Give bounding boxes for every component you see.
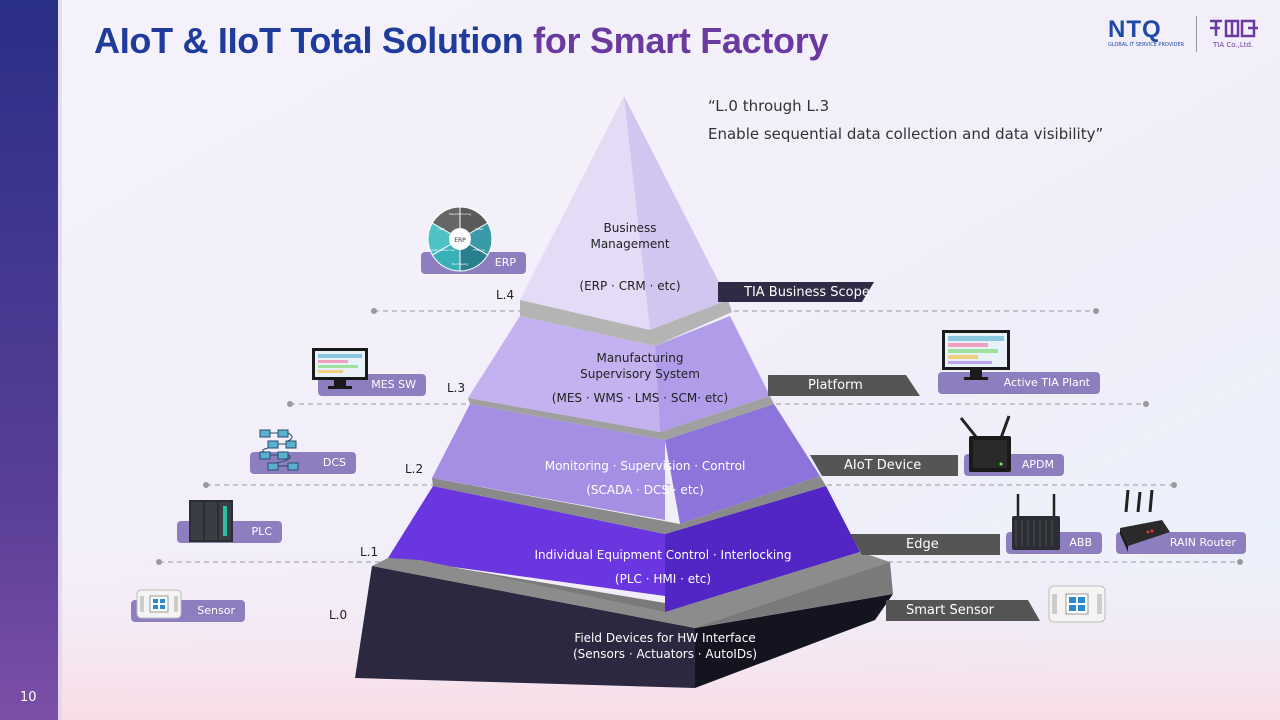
l2-label: Monitoring · Supervision · Control (SCAD… — [544, 459, 746, 497]
tia-logo-subtitle: TIA Co.,Ltd. — [1213, 41, 1254, 49]
logo-divider — [1196, 16, 1197, 52]
quote-text: “L.0 through L.3 Enable sequential data … — [708, 97, 1104, 143]
smart-sensor-device-icon — [1048, 585, 1106, 623]
plc-cabinet-icon — [189, 500, 233, 542]
svg-text:Finance: Finance — [473, 248, 485, 252]
pyramid-layer-l4 — [520, 96, 732, 346]
title-part-1: AIoT & IIoT Total Solution — [94, 20, 524, 61]
router-icon — [1120, 489, 1170, 552]
pyramid-layer-l3 — [468, 316, 774, 440]
ntq-logo-subtitle: GLOBAL IT SERVICE PROVIDER — [1108, 42, 1185, 48]
svg-text:Sales: Sales — [475, 227, 483, 231]
tag-aiot-device: AIoT Device — [844, 458, 922, 473]
ntq-logo: NTQ — [1108, 16, 1162, 43]
page-number: 10 — [20, 690, 37, 705]
monitor-icon — [312, 348, 368, 389]
tia-logo-icon — [1210, 19, 1258, 38]
sensor-device-icon — [136, 589, 182, 619]
tag-smart-sensor: Smart Sensor — [906, 603, 995, 618]
pyramid-layer-l1 — [372, 486, 890, 628]
page-title: AIoT & IIoT Total Solution for Smart Fac… — [94, 20, 828, 62]
svg-text:Human Resources: Human Resources — [427, 248, 455, 252]
pyramid-layer-l2 — [432, 404, 826, 534]
l3-label: Manufacturing Supervisory System (MES · … — [551, 351, 729, 405]
dcs-flow-icon — [259, 429, 299, 471]
tag-edge: Edge — [906, 537, 939, 552]
monitor-icon — [942, 330, 1010, 380]
l0-label: Field Devices for HW Interface (Sensors … — [572, 631, 758, 661]
level-id-l0: L.0 — [329, 608, 348, 622]
l4-label: Business Management (ERP · CRM · etc) — [579, 221, 681, 293]
level-id-l1: L.1 — [360, 545, 379, 559]
l1-label: Individual Equipment Control · Interlock… — [534, 548, 792, 586]
level-id-l2: L.2 — [405, 462, 424, 476]
edge-gateway-icon — [1012, 494, 1060, 550]
svg-text:Manufacturing: Manufacturing — [449, 212, 471, 216]
erp-wheel-center: ERP — [454, 237, 466, 244]
aiot-device-icon — [959, 415, 1011, 472]
tag-platform: Platform — [808, 378, 863, 393]
svg-text:CRM: CRM — [438, 227, 445, 231]
tag-tia-business-scope: TIA Business Scope — [744, 285, 870, 300]
level-id-l4: L.4 — [496, 288, 515, 302]
svg-text:Purchasing: Purchasing — [452, 262, 469, 266]
level-id-l3: L.3 — [447, 381, 466, 395]
title-part-2: for Smart Factory — [533, 20, 829, 61]
erp-wheel-icon: ERP Manufacturing Sales Finance Purchasi… — [427, 206, 493, 272]
